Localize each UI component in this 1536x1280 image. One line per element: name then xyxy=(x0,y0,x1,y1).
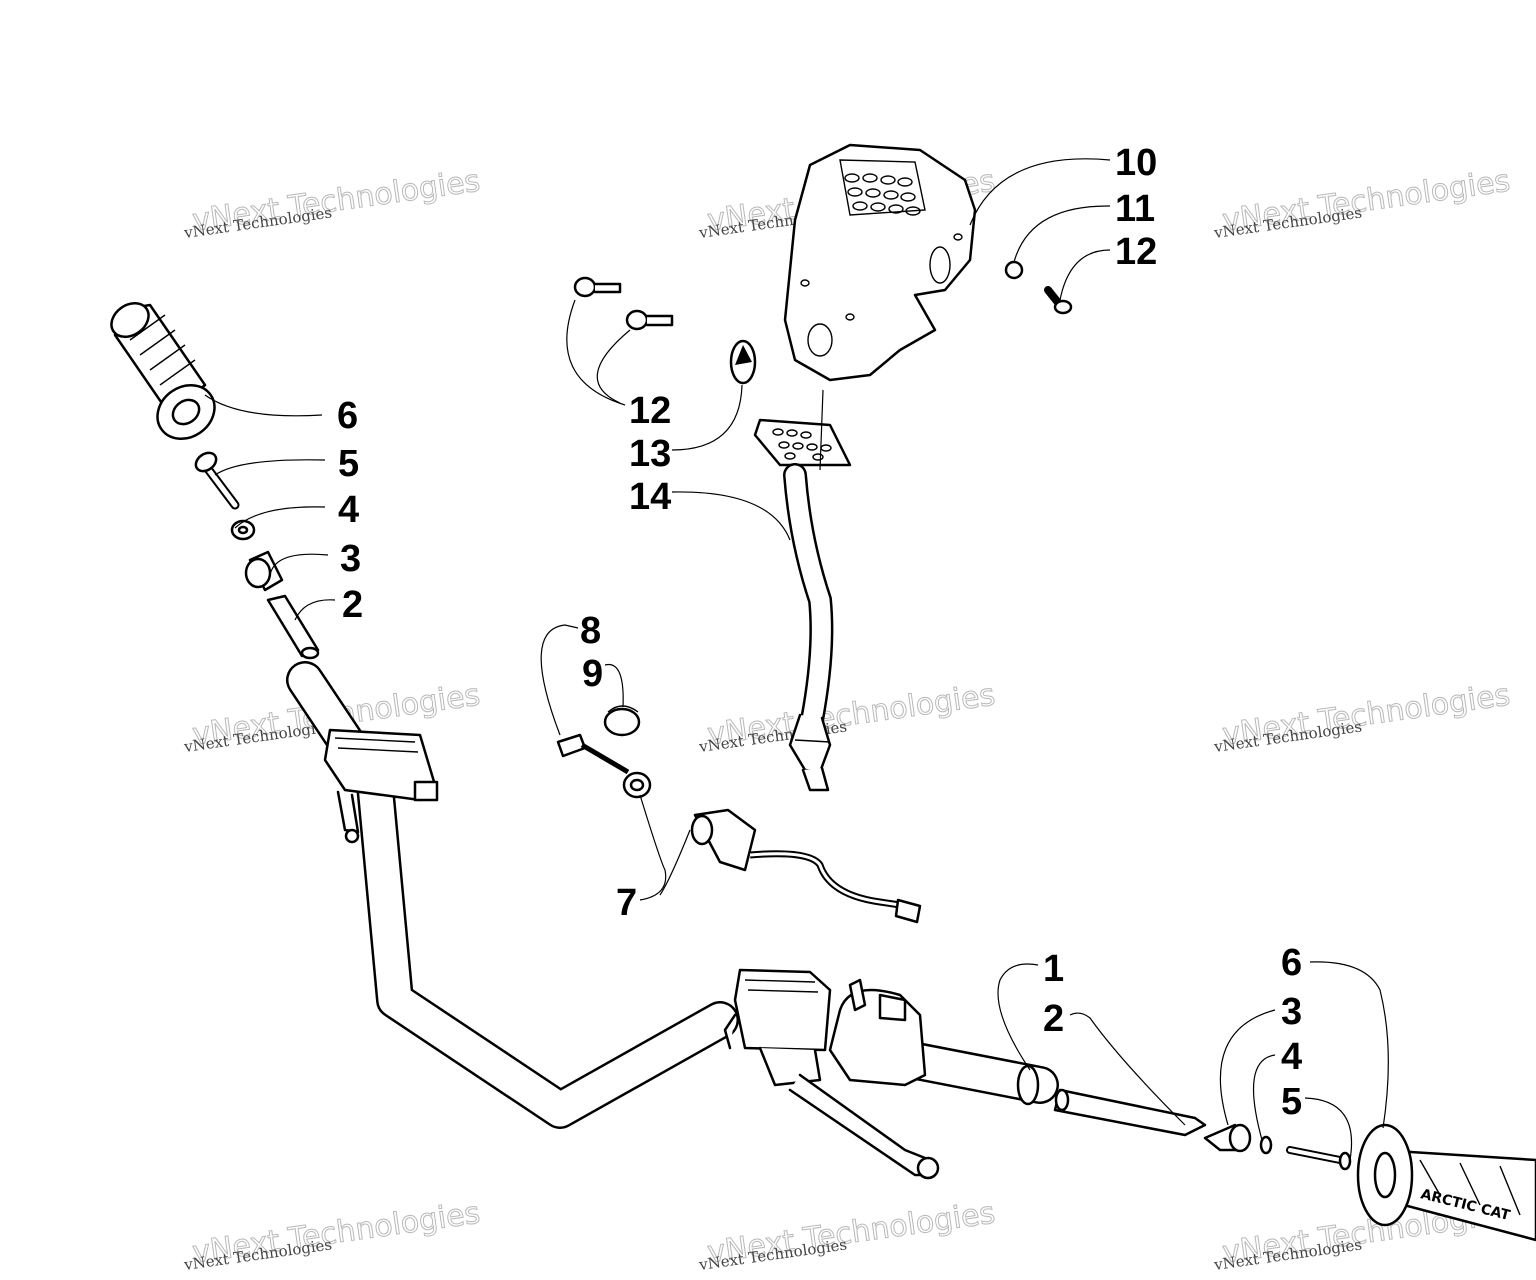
callout-screw-right: 12 xyxy=(1115,231,1157,273)
callout-numbers: 6 5 4 3 2 8 9 7 10 11 12 12 13 14 1 2 3 … xyxy=(337,142,1302,1123)
right-washer xyxy=(1259,1135,1273,1155)
left-bolt xyxy=(194,451,240,510)
callout-key: 8 xyxy=(580,610,601,652)
bezel-nut xyxy=(622,771,652,799)
left-control-block xyxy=(323,728,439,844)
callout-left-end-cap: 3 xyxy=(340,538,361,580)
callout-right-end-cap: 3 xyxy=(1281,991,1302,1033)
key xyxy=(556,733,630,775)
ignition-switch xyxy=(690,808,922,924)
key-ring xyxy=(603,705,641,737)
callout-right-weight: 2 xyxy=(1043,998,1064,1040)
callout-ignition-switch: 7 xyxy=(616,882,637,924)
callout-right-grip: 6 xyxy=(1281,942,1302,984)
callout-key-ring: 9 xyxy=(582,653,603,695)
callout-left-grip: 6 xyxy=(337,395,358,437)
switch-housing xyxy=(783,143,977,382)
callout-right-washer: 4 xyxy=(1281,1036,1302,1078)
left-weight xyxy=(266,594,320,660)
housing-screw-right xyxy=(1044,286,1073,315)
housing-screw-upper xyxy=(573,276,622,298)
callout-housing: 10 xyxy=(1115,142,1157,184)
callout-left-washer: 4 xyxy=(338,489,359,531)
left-grip xyxy=(110,301,216,440)
left-end-cap xyxy=(244,550,284,592)
callout-decal: 13 xyxy=(629,433,671,475)
callout-left-bolt: 5 xyxy=(338,443,359,485)
leader-lines xyxy=(204,158,1389,1161)
callout-switch-assembly: 14 xyxy=(629,476,671,518)
right-bolt xyxy=(1286,1146,1352,1171)
switch-assembly xyxy=(753,418,852,792)
decal xyxy=(729,339,757,385)
brake-assembly xyxy=(723,968,940,1180)
callout-handlebar: 1 xyxy=(1043,948,1064,990)
callout-housing-washer: 11 xyxy=(1115,188,1155,230)
callout-right-bolt: 5 xyxy=(1281,1081,1302,1123)
housing-screw-lower xyxy=(625,309,674,331)
callout-screws-left: 12 xyxy=(629,390,671,432)
housing-buttons xyxy=(844,173,921,216)
right-end-cap xyxy=(1203,1123,1252,1153)
right-weight xyxy=(1053,1088,1207,1137)
housing-washer xyxy=(1004,260,1024,280)
callout-left-weight: 2 xyxy=(342,584,363,626)
left-washer-hole xyxy=(237,525,249,535)
